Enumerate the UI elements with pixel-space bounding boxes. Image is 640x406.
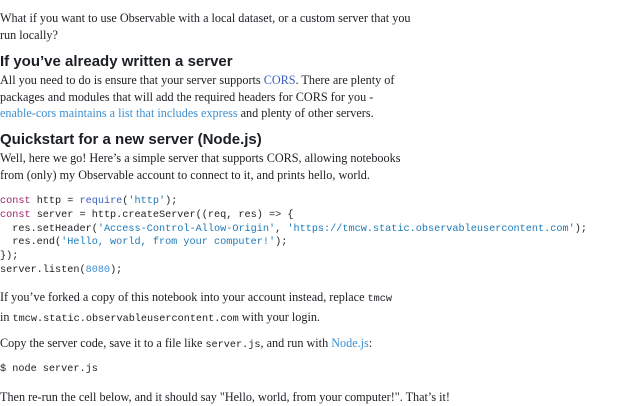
cors-text-before: All you need to do is ensure that your s… (0, 73, 264, 87)
section-heading-quickstart: Quickstart for a new server (Node.js) (0, 131, 262, 148)
code-function: require (79, 196, 123, 207)
code-string: 'Hello, world, from your computer!' (61, 237, 276, 249)
quickstart-text: Well, here we go! Here’s a simple server… (0, 151, 401, 182)
quickstart-paragraph: Well, here we go! Here’s a simple server… (0, 150, 405, 183)
copy-paragraph: Copy the server code, save it to a file … (0, 335, 440, 355)
code-text: }); (0, 251, 19, 263)
copy-text-middle: , and run with (260, 336, 332, 350)
code-text: server.listen( (0, 264, 86, 276)
copy-text-after: : (368, 336, 373, 350)
inline-code-login: tmcw (367, 294, 393, 305)
command-block: $ node server.js (0, 363, 98, 377)
fork-paragraph: If you’ve forked a copy of this notebook… (0, 289, 400, 328)
code-text: ); (165, 196, 178, 207)
code-text: ( (122, 196, 129, 207)
nodejs-link[interactable]: Node.js (331, 336, 369, 350)
code-string: 'Access-Control-Allow-Origin' (97, 223, 276, 235)
fork-text-after: with your login. (238, 309, 320, 324)
code-string: 'https://tmcw.static.observableuserconte… (287, 223, 575, 235)
code-text: res.setHeader( (0, 223, 98, 235)
fork-text-middle: in (0, 309, 13, 324)
intro-paragraph: What if you want to use Observable with … (0, 10, 420, 43)
section-heading-existing-server: If you’ve already written a server (0, 53, 233, 70)
command-text: $ node server.js (0, 364, 98, 375)
intro-text: What if you want to use Observable with … (0, 11, 411, 42)
code-text: , (275, 223, 288, 235)
code-text: server = http.createServer((req, res) =>… (30, 209, 294, 221)
inline-code-domain: tmcw.static.observableusercontent.com (12, 313, 239, 325)
code-text: ); (110, 264, 123, 276)
rerun-paragraph: Then re-run the cell below, and it shoul… (0, 389, 500, 406)
code-keyword: const (0, 196, 31, 207)
enable-cors-link[interactable]: enable-cors maintains a list that includ… (0, 106, 238, 121)
code-text: ); (574, 223, 587, 235)
cors-paragraph: All you need to do is ensure that your s… (0, 72, 410, 122)
code-text: ); (275, 237, 288, 249)
code-keyword: const (0, 209, 31, 221)
rerun-text: Then re-run the cell below, and it shoul… (0, 390, 450, 404)
copy-text-before: Copy the server code, save it to a file … (0, 336, 206, 350)
server-code-block: const http = require('http'); const serv… (0, 195, 587, 278)
cors-text-after: . There are plenty of packages and modul… (0, 73, 395, 104)
cors-link[interactable]: CORS (263, 73, 296, 87)
code-text: http = (30, 196, 80, 207)
code-text: res.end( (0, 237, 62, 249)
code-string: 'http' (128, 196, 166, 207)
fork-text-before: If you’ve forked a copy of this notebook… (0, 290, 368, 304)
inline-code-filename: server.js (205, 340, 261, 351)
cors-text-end: and plenty of other servers. (237, 106, 374, 121)
code-number: 8080 (85, 264, 111, 276)
